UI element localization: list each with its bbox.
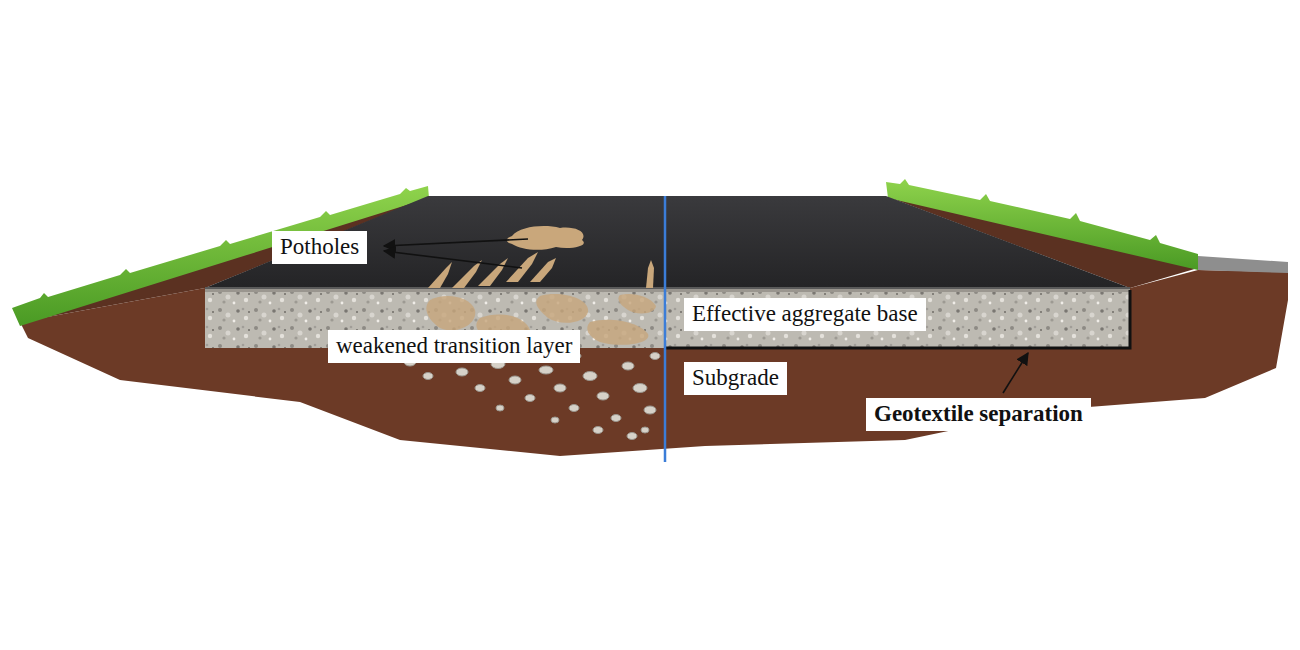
subgrade-soil [20,270,1288,456]
migrated-stones-part [525,395,535,402]
pothole-part [646,260,654,288]
pothole-part [507,226,584,250]
migrated-stones-part [423,373,433,380]
soil-intrusion-part [426,296,475,330]
part-label: Subgrade [684,362,787,395]
soil-intrusion-part [536,294,588,323]
part-label: Geotextile separation [866,398,1091,431]
migrated-stones-part [611,415,621,422]
leader-arrow [384,251,522,268]
migrated-stones-part [475,385,485,392]
migrated-stones-part [650,353,660,360]
migrated-stones-part [554,384,566,392]
part-label: Potholes [272,231,367,264]
leader-arrow [384,239,528,246]
geotextile-line [665,290,1130,348]
right-shoulder [1198,256,1288,273]
migrated-stones-part [593,427,603,434]
soil-intrusion-part [618,294,656,313]
migrated-stones-part [627,433,637,440]
pothole-part [478,258,508,286]
part-label: weakened transition layer [328,330,580,363]
divider-line [664,196,667,462]
migrated-stones-part [569,405,579,412]
migrated-stones-part [539,366,553,374]
migrated-stones-part [456,368,468,376]
leader-arrow [1003,353,1028,393]
pothole [428,226,654,288]
base-top-edge [205,289,1130,292]
migrated-stones-part [644,406,656,414]
asphalt-surface [205,196,1130,288]
part-label: Effective aggregate base [684,298,926,331]
soil-intrusion-part [587,320,648,345]
migrated-stones-part [551,417,559,423]
pothole-part [530,258,556,282]
migrated-stones-part [641,427,649,433]
migrated-stones-part [622,362,634,370]
pothole-part [452,260,482,288]
pothole-part [428,262,452,288]
migrated-stones-part [509,376,521,384]
migrated-stones-part [633,384,647,393]
migrated-stones-part [496,405,504,411]
migrated-stones-part [597,392,609,400]
asphalt-edge [205,287,1130,289]
migrated-stones-part [583,372,597,381]
